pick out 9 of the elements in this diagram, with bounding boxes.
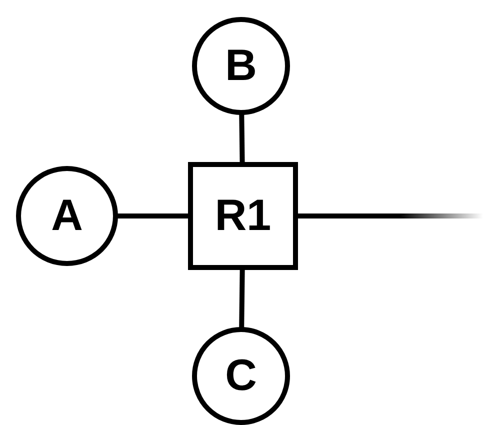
square-node	[188, 162, 298, 270]
connector-line	[298, 214, 483, 218]
node-label: A	[51, 191, 83, 241]
node-label: R1	[214, 191, 272, 241]
connector-line	[239, 270, 245, 330]
node-label: C	[225, 351, 257, 401]
connector-line	[116, 214, 188, 218]
node-label: B	[225, 41, 257, 91]
connector-line	[239, 112, 245, 162]
